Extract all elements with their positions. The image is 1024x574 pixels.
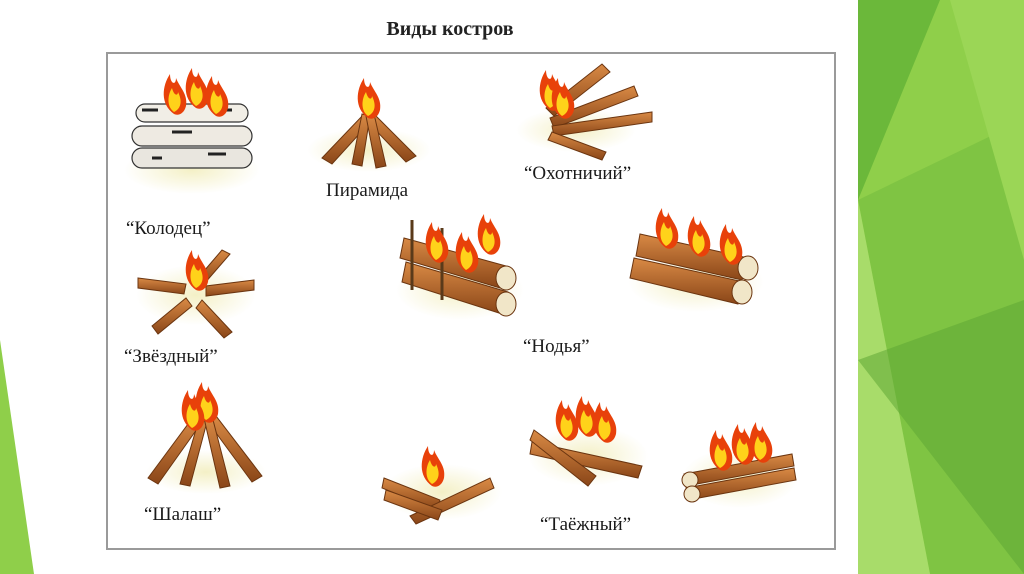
green-facet-2 bbox=[858, 120, 1024, 574]
fire-taezhny-illustration-1 bbox=[526, 396, 651, 496]
green-left-accent bbox=[0, 340, 34, 574]
label-kolodets: “Колодец” bbox=[126, 218, 211, 239]
fire-piramida-illustration bbox=[304, 70, 434, 175]
fire-shalash-illustration bbox=[144, 372, 269, 497]
fire-nodya-illustration-2 bbox=[626, 208, 766, 322]
label-okhotnichiy: “Охотничий” bbox=[524, 163, 632, 184]
fire-kolodets-illustration bbox=[122, 68, 262, 200]
page-title: Виды костров bbox=[386, 18, 514, 40]
label-nodya: “Нодья” bbox=[523, 336, 590, 357]
fire-nodya-illustration-1 bbox=[396, 210, 526, 325]
green-band-right bbox=[858, 0, 1024, 574]
fire-small-illustration bbox=[380, 430, 505, 525]
fire-taezhny-illustration-2 bbox=[680, 418, 800, 518]
label-piramida: Пирамида bbox=[326, 180, 409, 201]
label-taezhny: “Таёжный” bbox=[540, 514, 632, 535]
label-shalash: “Шалаш” bbox=[144, 504, 222, 525]
fire-okhotnichiy-illustration bbox=[516, 60, 666, 165]
green-facet-5 bbox=[858, 300, 1024, 574]
green-facet-3 bbox=[858, 200, 930, 574]
fire-zvezdny-illustration bbox=[134, 240, 259, 340]
label-zvezdny: “Звёздный” bbox=[124, 346, 218, 367]
green-facet-4 bbox=[950, 0, 1024, 260]
